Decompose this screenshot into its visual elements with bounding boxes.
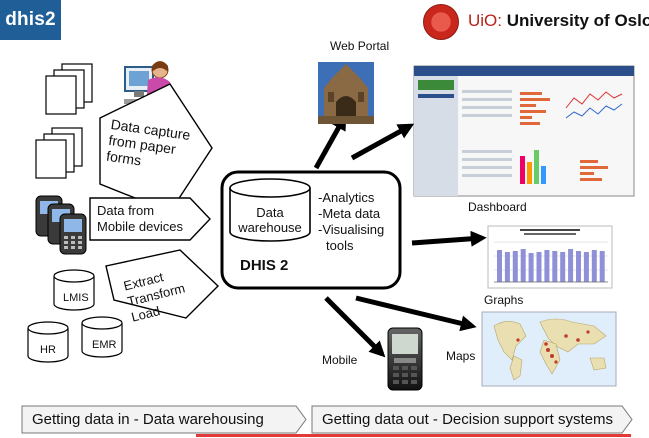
graph-thumbnail-bar [504,252,510,282]
graph-thumbnail-bar [536,252,542,282]
mobile-label-line-2: Mobile devices [97,219,183,234]
graph-thumbnail-bar [576,251,581,282]
output-arrows [313,113,487,358]
graphs-label: Graphs [484,293,524,307]
graph-thumbnail-bar [560,252,566,282]
warehouse-label-line-2: warehouse [238,220,302,235]
graphs-screenshot [487,225,613,289]
emr-label: EMR [92,339,117,351]
web-portal-label: Web Portal [330,39,390,53]
dashboard-label: Dashboard [468,200,527,214]
feature-analytics: -Analytics [318,190,375,205]
graph-thumbnail-bar [599,251,605,282]
arrow-to-web-portal [313,113,347,170]
footer-data-out: Getting data out - Decision support syst… [322,411,613,428]
dhis2-logo: dhis2 [0,0,61,40]
mobile-devices-icon [35,195,87,255]
graph-thumbnail-bar [544,250,550,282]
paper-stack-icon [45,63,93,115]
paper-stack-icon [35,127,83,179]
graph-thumbnail-bar [583,252,589,282]
lmis-database-icon [53,269,95,311]
web-portal-image [318,62,374,124]
hr-database-icon [27,321,69,363]
feature-visualising: -Visualising [318,222,385,237]
emr-database-icon [81,316,123,358]
footer-accent-line [196,434,631,437]
feature-metadata: -Meta data [318,206,381,221]
footer-data-in: Getting data in - Data warehousing [32,411,264,428]
graph-thumbnail-bar [520,249,526,282]
footer-out-chevron [311,405,633,434]
mobile-label-line-1: Data from [97,203,155,218]
footer-in-chevron [21,405,307,434]
arrow-to-dashboard [350,123,415,161]
warehouse-label: Data warehouse [232,205,308,235]
mobile-data-label: Data from Mobile devices [97,203,183,235]
dashboard-screenshot [413,65,635,197]
data-warehouse-icon [229,178,311,242]
graph-thumbnail-bar [512,251,518,282]
uio-seal-icon [423,4,459,40]
graph-thumbnail-bar [528,253,534,282]
mobile-label: Mobile [322,353,358,367]
graph-thumbnail-bar [568,249,574,282]
arrow-to-mobile [324,296,386,358]
mobile-phone-icon [387,327,423,391]
uio-prefix: UiO [468,11,498,30]
feature-tools: tools [326,238,354,253]
arrow-to-graphs [411,230,487,247]
feature-list: -Analytics -Meta data -Visualising tools [318,190,384,254]
lmis-label: LMIS [63,292,89,304]
dhis2-title: DHIS 2 [240,257,289,274]
warehouse-label-line-1: Data [256,205,284,220]
graph-thumbnail-bar [497,250,502,282]
maps-label: Maps [446,349,476,363]
university-name: University of Oslo [506,11,649,30]
mobile-data-arrow-box [89,197,211,241]
hr-label: HR [40,344,56,356]
arrow-to-maps [355,295,477,332]
world-map-image [481,311,617,387]
paper-capture-arrow-box [99,83,213,213]
graph-thumbnail-bar [591,250,597,282]
university-title: UiO: University of Oslo [468,11,649,31]
etl-arrow-box [105,249,220,319]
graph-thumbnail-bar [552,251,558,282]
